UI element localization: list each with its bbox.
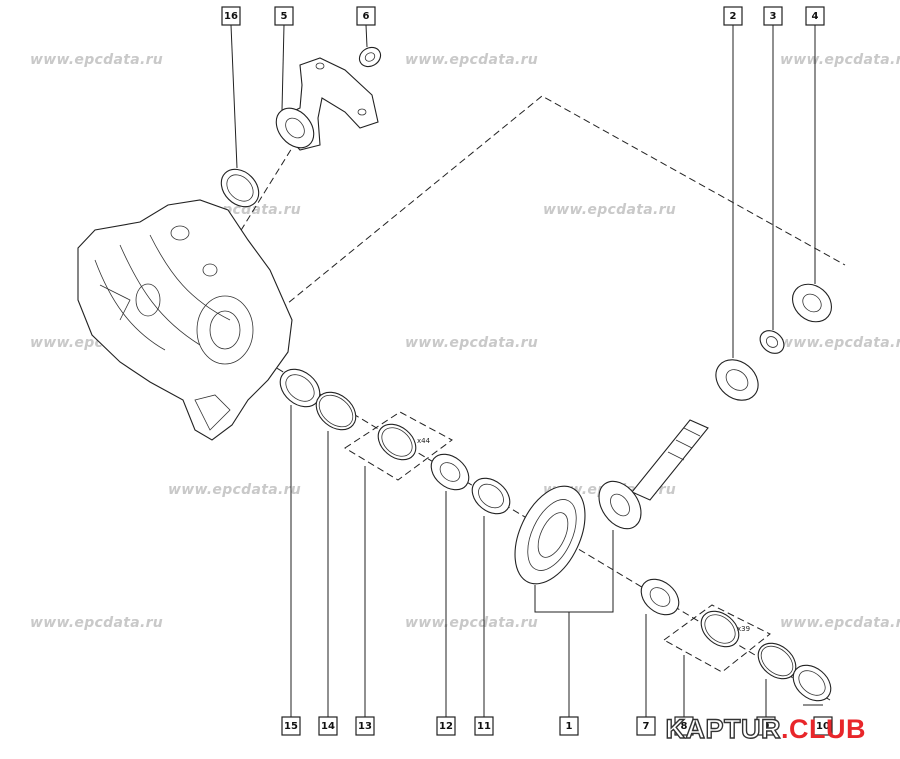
callout-box (674, 716, 694, 736)
part-11-bearing-race (471, 477, 511, 515)
watermark: www.epcdata.ru (780, 52, 900, 68)
callout-4: 4 (805, 6, 825, 26)
callout-12: 12 (436, 716, 456, 736)
callout-7: 7 (636, 716, 656, 736)
callout-box (559, 716, 579, 736)
callout-number: 13 (358, 721, 372, 732)
callout-11: 11 (474, 716, 494, 736)
part-8-shim: x39 (700, 610, 750, 648)
callout-number: 14 (321, 721, 335, 732)
callout-number: 2 (730, 11, 737, 22)
callout-6: 6 (356, 6, 376, 26)
callout-box (723, 6, 743, 26)
callout-number: 9 (763, 721, 770, 732)
watermark: www.epcdata.ru (543, 202, 676, 218)
watermark: www.epcdata.ru (30, 52, 163, 68)
callout-box (274, 6, 294, 26)
callout-number: 6 (363, 11, 370, 22)
kaptur-club-logo: KAPTUR.CLUB (665, 713, 867, 745)
part-7-bearing (640, 578, 680, 616)
callout-5: 5 (274, 6, 294, 26)
callout-9: 9 (756, 716, 776, 736)
callout-15: 15 (281, 716, 301, 736)
callout-box (436, 716, 456, 736)
callout-box (318, 716, 338, 736)
watermark: www.epcdata.ru (30, 615, 163, 631)
callout-13: 13 (355, 716, 375, 736)
callout-number: 15 (284, 721, 298, 732)
callout-box (756, 716, 776, 736)
part-2-bearing (715, 359, 759, 401)
part-16-seal (220, 168, 260, 208)
watermark: www.epcdata.ru (405, 335, 538, 351)
callout-number: 4 (812, 11, 819, 22)
callout-number: 5 (281, 11, 288, 22)
part-6-nut (358, 46, 382, 68)
axis-line (234, 134, 301, 241)
callout-number: 3 (770, 11, 777, 22)
callout-3: 3 (763, 6, 783, 26)
shim-group-right (663, 604, 771, 673)
part-13-shim: x44 (377, 423, 431, 461)
shim-group-left (344, 411, 453, 481)
callout-8: 8 (674, 716, 694, 736)
part-12-bearing (430, 453, 470, 491)
callout-box (474, 716, 494, 736)
callout-number: 7 (643, 721, 650, 732)
part-1-final-drive-gears (514, 419, 709, 585)
watermark: www.epcdata.ru (405, 52, 538, 68)
watermark: www.epcdata.ru (780, 615, 900, 631)
part-14-circlip (315, 391, 357, 431)
callout-box (356, 6, 376, 26)
gearbox-housing (77, 199, 293, 441)
axis-line (254, 95, 846, 331)
callout-number: 1 (566, 721, 573, 732)
callout-number: 11 (477, 721, 491, 732)
callout-14: 14 (318, 716, 338, 736)
callout-1: 1 (559, 716, 579, 736)
callout-box (763, 6, 783, 26)
callout-box (221, 6, 241, 26)
callout-2: 2 (723, 6, 743, 26)
brand-part2: .CLUB (781, 714, 866, 744)
quantity-label-left: x44 (417, 437, 431, 445)
part-9-circlip (757, 642, 797, 680)
watermark: www.epcdata.ru (405, 615, 538, 631)
callout-number: 12 (439, 721, 453, 732)
callout-box (636, 716, 656, 736)
leader-lines (230, 24, 823, 717)
part-5-flange (275, 57, 379, 151)
brand-part1: KAPTUR (665, 713, 781, 744)
callout-number: 16 (224, 11, 238, 22)
part-3-bearing-cone (759, 330, 785, 354)
part-10-seal (792, 664, 832, 702)
watermark: www.epcdata.ru (168, 482, 301, 498)
part-15-seal (279, 368, 321, 408)
callout-box (355, 716, 375, 736)
callout-number: 10 (816, 721, 830, 732)
watermark: www.epcdata.ru (780, 335, 900, 351)
callout-box (281, 716, 301, 736)
callout-box (813, 716, 833, 736)
callout-box (805, 6, 825, 26)
callout-number: 8 (681, 721, 688, 732)
part-4-bearing (792, 283, 832, 323)
callout-10: 10 (813, 716, 833, 736)
callout-16: 16 (221, 6, 241, 26)
quantity-label-right: x39 (737, 625, 750, 633)
